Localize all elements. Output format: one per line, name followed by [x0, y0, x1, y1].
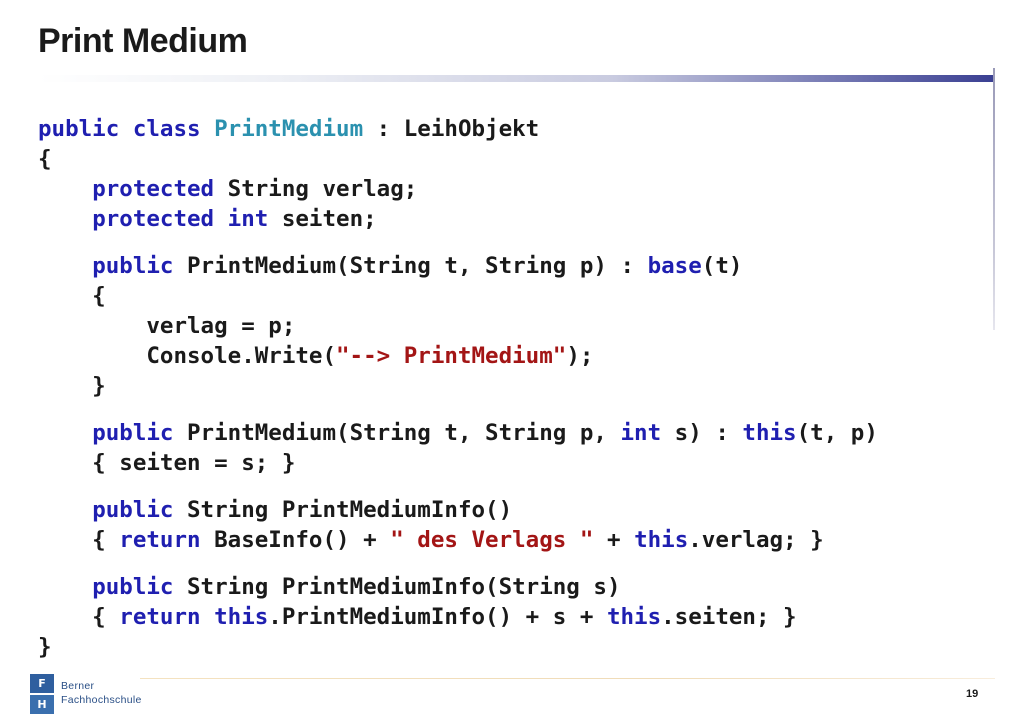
logo-line-fachhochschule: Fachhochschule	[61, 694, 142, 706]
code-keyword: public	[38, 116, 120, 142]
footer-divider	[140, 678, 995, 679]
code-line: protected int seiten;	[38, 204, 878, 234]
code-line: Console.Write("--> PrintMedium");	[38, 341, 878, 371]
bfh-logo: F H Berner Fachhochschule	[30, 674, 180, 716]
code-text: seiten;	[268, 206, 377, 232]
code-text: {	[38, 527, 120, 553]
code-text: verlag = p;	[38, 313, 296, 339]
code-keyword: int	[620, 420, 662, 446]
code-text: (t, p)	[796, 420, 878, 446]
code-text: +	[593, 527, 635, 553]
code-text	[38, 420, 92, 446]
title-underline	[38, 75, 995, 82]
code-text: }	[38, 634, 52, 660]
code-text: {	[38, 604, 120, 630]
logo-line-berner: Berner	[61, 680, 95, 692]
code-text	[38, 176, 92, 202]
code-line: protected String verlag;	[38, 174, 878, 204]
code-text: PrintMedium(String t, String p,	[173, 420, 621, 446]
code-text	[201, 116, 215, 142]
code-keyword: public	[92, 574, 174, 600]
code-text	[214, 206, 228, 232]
code-keyword: public	[92, 420, 174, 446]
code-text	[38, 574, 92, 600]
code-text	[38, 253, 92, 279]
code-line: public String PrintMediumInfo()	[38, 495, 878, 525]
code-text: String verlag;	[214, 176, 418, 202]
code-text: (t)	[701, 253, 743, 279]
code-text: PrintMedium(String t, String p) :	[173, 253, 648, 279]
code-keyword: public	[92, 497, 174, 523]
code-text: {	[38, 283, 106, 309]
code-text: { seiten = s; }	[38, 450, 296, 476]
slide-title: Print Medium	[38, 22, 248, 60]
code-text	[38, 206, 92, 232]
code-line: { return this.PrintMediumInfo() + s + th…	[38, 602, 878, 632]
code-keyword: protected	[92, 176, 215, 202]
code-line: }	[38, 632, 878, 662]
code-keyword: this	[214, 604, 269, 630]
code-text: String PrintMediumInfo(String s)	[173, 574, 621, 600]
code-string: " des Verlags "	[390, 527, 594, 553]
code-keyword: int	[227, 206, 269, 232]
code-line: }	[38, 371, 878, 401]
code-text	[201, 604, 215, 630]
code-keyword: class	[132, 116, 201, 142]
page-number: 19	[966, 688, 979, 700]
code-keyword: base	[647, 253, 702, 279]
code-line: public PrintMedium(String t, String p) :…	[38, 251, 878, 281]
code-line: public class PrintMedium : LeihObjekt	[38, 114, 878, 144]
code-text: Console.Write(	[38, 343, 337, 369]
code-text: .seiten; }	[661, 604, 797, 630]
code-text: : LeihObjekt	[363, 116, 540, 142]
code-line: verlag = p;	[38, 311, 878, 341]
code-text: }	[38, 373, 106, 399]
code-type: PrintMedium	[214, 116, 364, 142]
code-keyword: return	[119, 604, 201, 630]
code-text: BaseInfo() +	[200, 527, 391, 553]
bfh-logo-mark: F H	[30, 674, 54, 714]
code-line: {	[38, 144, 878, 174]
code-line: public PrintMedium(String t, String p, i…	[38, 418, 878, 448]
code-line: { return BaseInfo() + " des Verlags " + …	[38, 525, 878, 555]
code-line: public String PrintMediumInfo(String s)	[38, 572, 878, 602]
code-text: s) :	[661, 420, 743, 446]
code-keyword: protected	[92, 206, 215, 232]
code-text: );	[566, 343, 594, 369]
code-line: {	[38, 281, 878, 311]
code-text: .verlag; }	[688, 527, 824, 553]
code-text	[38, 497, 92, 523]
code-text: String PrintMediumInfo()	[173, 497, 513, 523]
code-keyword: public	[92, 253, 174, 279]
code-text	[119, 116, 133, 142]
logo-wordmark: Berner Fachhochschule	[61, 679, 142, 707]
code-text: .PrintMediumInfo() + s +	[268, 604, 607, 630]
code-string: "--> PrintMedium"	[336, 343, 567, 369]
code-keyword: this	[606, 604, 662, 630]
logo-block-f: F	[30, 674, 54, 693]
code-keyword: this	[742, 420, 797, 446]
logo-block-h: H	[30, 695, 54, 714]
code-keyword: return	[119, 527, 201, 553]
code-keyword: this	[634, 527, 689, 553]
code-block: public class PrintMedium : LeihObjekt{ p…	[38, 114, 878, 662]
code-line: { seiten = s; }	[38, 448, 878, 478]
code-text: {	[38, 146, 52, 172]
right-edge-rule	[993, 68, 995, 330]
